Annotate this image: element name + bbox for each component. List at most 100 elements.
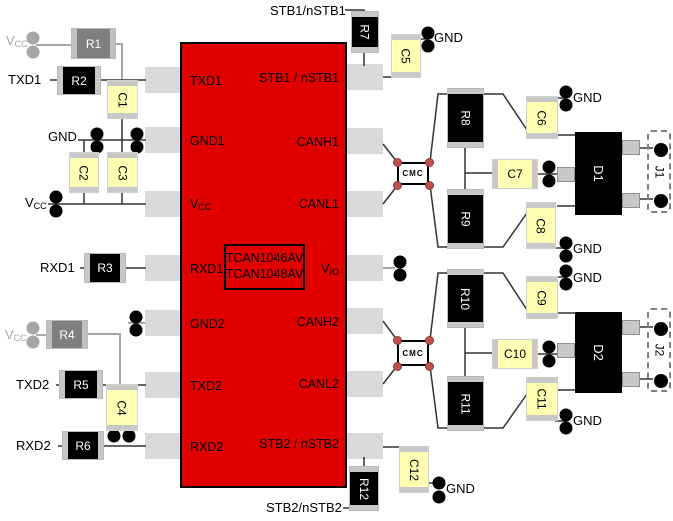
vcc-point <box>26 31 40 45</box>
test-point <box>122 429 136 443</box>
resistor-R12: R12 <box>349 466 379 511</box>
ic-pin-vio: VIO <box>321 262 339 277</box>
net-label-gnd-c6: GND <box>573 90 602 105</box>
test-point <box>49 190 63 204</box>
ic-pin-canh1: CANH1 <box>296 135 339 149</box>
ic-pin-txd2: TXD2 <box>190 379 222 393</box>
test-point <box>129 310 143 324</box>
test-point <box>107 429 121 443</box>
resistor-R1: R1 <box>71 28 116 59</box>
vcc-rail-wires <box>36 43 395 385</box>
test-point <box>129 323 143 337</box>
connector-J1: J1 <box>647 130 671 213</box>
resistor-label: R10 <box>458 287 473 310</box>
net-label-vcc-2: VCC <box>25 195 47 211</box>
capacitor-C1: C1 <box>107 80 138 119</box>
pad-canl1 <box>346 191 383 217</box>
choke-pin <box>393 158 402 167</box>
resistor-label: R1 <box>85 36 102 51</box>
test-point <box>559 421 573 435</box>
choke-pin <box>393 336 402 345</box>
resistor-label: R5 <box>73 377 89 392</box>
net-label-vcc-1: VCC <box>6 33 28 49</box>
pad-stb1 <box>346 64 383 90</box>
pad-canl2 <box>346 371 383 397</box>
diode-D1: D1 <box>575 132 622 215</box>
test-points <box>49 26 573 504</box>
d2-tab-bottom <box>622 372 640 387</box>
net-label-gnd-left: GND <box>48 129 77 144</box>
capacitor-label: C3 <box>115 164 130 181</box>
test-point <box>421 39 435 53</box>
vcc-rail-points <box>26 31 40 349</box>
net-label-gnd-c8: GND <box>573 241 602 256</box>
resistor-label: R6 <box>75 438 91 453</box>
capacitor-C2: C2 <box>69 152 99 193</box>
test-point <box>559 277 573 291</box>
resistor-R3: R3 <box>84 253 126 283</box>
connector-pin <box>654 194 668 208</box>
part-number-line2: TCAN1048AV <box>225 267 304 281</box>
diode-label: D2 <box>591 344 606 361</box>
resistor-label: R7 <box>358 24 372 40</box>
pad-txd2 <box>145 372 182 398</box>
d1-tab-bottom <box>622 193 640 208</box>
net-label-rxd2: RXD2 <box>16 438 51 453</box>
ic-pin-gnd2: GND2 <box>190 317 225 331</box>
capacitor-label: C9 <box>535 289 549 306</box>
resistor-R4: R4 <box>46 320 88 349</box>
ic-pin-txd1: TXD1 <box>190 74 222 88</box>
pad-vcc <box>145 191 182 217</box>
test-point <box>542 340 556 354</box>
resistor-label: R3 <box>97 261 113 275</box>
resistor-label: R4 <box>59 327 75 342</box>
test-point <box>49 204 63 218</box>
diode-label: D1 <box>591 165 606 182</box>
diode-D2: D2 <box>575 312 622 393</box>
test-point <box>559 85 573 99</box>
pad-gnd1 <box>145 127 182 153</box>
test-point <box>393 268 407 282</box>
capacitor-label: C12 <box>406 458 421 481</box>
capacitor-label: C1 <box>115 91 130 108</box>
choke-pin <box>425 336 434 345</box>
choke-pin <box>425 181 434 190</box>
capacitor-C3: C3 <box>107 152 138 193</box>
resistor-R2: R2 <box>57 66 101 95</box>
resistor-R11: R11 <box>447 376 484 431</box>
ic-pin-canh2: CANH2 <box>296 315 339 329</box>
resistor-label: R8 <box>458 110 473 126</box>
d1-tab-top <box>622 140 640 155</box>
vcc-point <box>26 321 40 335</box>
capacitor-label: C6 <box>535 109 549 126</box>
d2-tab-center <box>557 343 575 358</box>
pad-rxd1 <box>145 255 182 281</box>
resistor-label: R9 <box>458 211 473 227</box>
test-point <box>559 236 573 250</box>
connector-label: J2 <box>652 343 666 357</box>
net-label-txd2: TXD2 <box>16 377 50 392</box>
test-point <box>559 264 573 278</box>
capacitor-C8: C8 <box>526 202 556 249</box>
test-point <box>542 160 556 174</box>
pad-canh1 <box>346 128 383 154</box>
resistor-R6: R6 <box>62 431 104 460</box>
pad-vio <box>346 255 383 281</box>
capacitor-label: C11 <box>535 388 549 410</box>
connector-J2: J2 <box>647 308 671 392</box>
capacitor-C12: C12 <box>399 446 429 493</box>
net-label-rxd1: RXD1 <box>40 260 75 275</box>
choke-label: CMC <box>402 169 424 178</box>
test-point <box>432 476 446 490</box>
choke-CMC-2: CMC <box>397 340 429 366</box>
resistor-label: R12 <box>356 477 371 500</box>
capacitor-label: C10 <box>503 347 526 361</box>
resistor-R10: R10 <box>447 269 484 328</box>
pad-rxd2 <box>145 433 182 459</box>
ic-pin-rxd1: RXD1 <box>190 262 224 276</box>
resistor-R8: R8 <box>447 88 484 148</box>
ic-pin-vcc: VCC <box>190 197 212 212</box>
ic-pin-stb2: STB2 / nSTB2 <box>259 437 339 451</box>
choke-pin <box>393 362 402 371</box>
